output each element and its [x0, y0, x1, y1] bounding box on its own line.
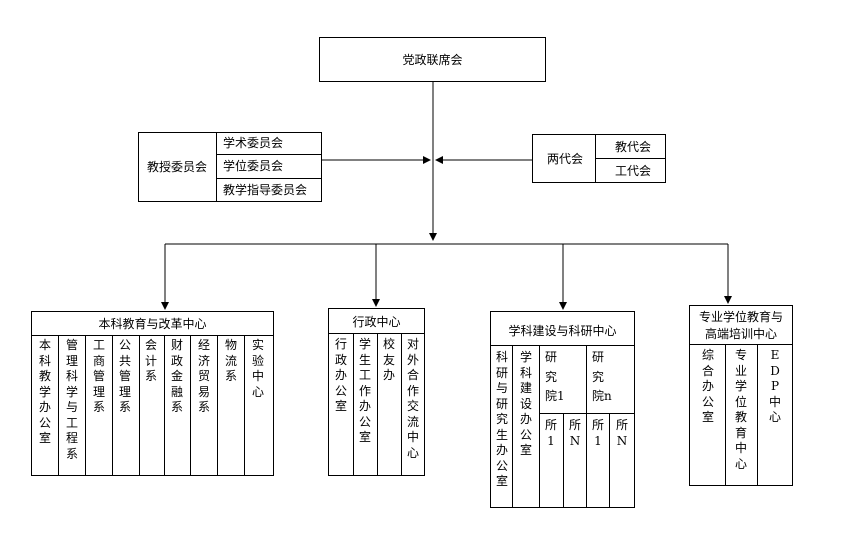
- edp-center: EDP中心: [768, 348, 781, 424]
- accounting-dept: 会计系: [144, 338, 157, 383]
- teaching-guidance-committee-label: 教学指导委员会: [223, 183, 308, 197]
- professional-degree-center-box: 专业学位教育与 高端培训中心 综合办公室 专业学位教育中心 EDP中心: [689, 305, 793, 486]
- lab-n-a: 所N: [568, 418, 581, 448]
- admin-center-box: 行政中心 行政办公室 学生工作办公室 校友办 对外合作交流中心: [328, 308, 425, 476]
- union-congress-label: 工代会: [615, 164, 652, 178]
- two-congresses-label: 两代会: [547, 152, 584, 166]
- mgmt-science-dept: 管理科学与工程系: [65, 338, 78, 461]
- professional-degree-title-line2: 高端培训中心: [704, 327, 777, 341]
- institute-1-line2: 究: [545, 370, 558, 384]
- undergrad-center-box: 本科教育与改革中心 本科教学办公室 管理科学与工程系 工商管理系 公共管理系 会…: [31, 311, 274, 476]
- finance-dept: 财政金融系: [170, 338, 183, 414]
- general-office: 综合办公室: [701, 348, 714, 424]
- lab-n-b: 所N: [615, 418, 628, 448]
- external-cooperation-center: 对外合作交流中心: [406, 337, 419, 460]
- undergrad-teaching-office: 本科教学办公室: [38, 338, 51, 445]
- institute-n-line2: 究: [592, 370, 605, 384]
- discipline-building-office: 学科建设办公室: [519, 350, 532, 457]
- economics-trade-dept: 经济贸易系: [197, 338, 210, 414]
- business-admin-dept: 工商管理系: [92, 338, 105, 414]
- research-grad-office: 科研与研究生办公室: [495, 350, 508, 488]
- academic-committee-label: 学术委员会: [223, 136, 284, 150]
- party-joint-meeting-label: 党政联席会: [402, 53, 463, 67]
- professors-committee-label: 教授委员会: [147, 160, 208, 174]
- lab-1-b: 所1: [591, 418, 604, 448]
- institute-n-line1: 研: [592, 350, 605, 364]
- lab-1-a: 所1: [544, 418, 557, 448]
- research-center-box: 学科建设与科研中心 科研与研究生办公室 学科建设办公室 研 究 院1 研 究 院…: [490, 311, 635, 508]
- staff-congress-label: 教代会: [615, 140, 652, 154]
- professional-degree-title-line1: 专业学位教育与: [698, 310, 783, 324]
- professors-committee-box: 教授委员会 学术委员会 学位委员会 教学指导委员会: [138, 132, 322, 202]
- party-joint-meeting-box: 党政联席会: [319, 37, 546, 82]
- public-admin-dept: 公共管理系: [118, 338, 131, 414]
- institute-n-line3: 院n: [592, 389, 612, 403]
- lab-center: 实验中心: [251, 338, 264, 399]
- professional-degree-edu-center: 专业学位教育中心: [734, 348, 747, 471]
- admin-office: 行政办公室: [334, 337, 347, 413]
- logistics-dept: 物流系: [224, 338, 237, 383]
- institute-1-line3: 院1: [545, 389, 565, 403]
- alumni-office: 校友办: [382, 337, 395, 382]
- admin-center-title: 行政中心: [352, 315, 401, 329]
- undergrad-center-title: 本科教育与改革中心: [98, 317, 207, 331]
- student-affairs-office: 学生工作办公室: [358, 337, 371, 444]
- two-congresses-box: 两代会 教代会 工代会: [532, 134, 666, 183]
- research-center-title: 学科建设与科研中心: [508, 324, 617, 338]
- institute-1-line1: 研: [545, 350, 558, 364]
- degree-committee-label: 学位委员会: [223, 159, 284, 173]
